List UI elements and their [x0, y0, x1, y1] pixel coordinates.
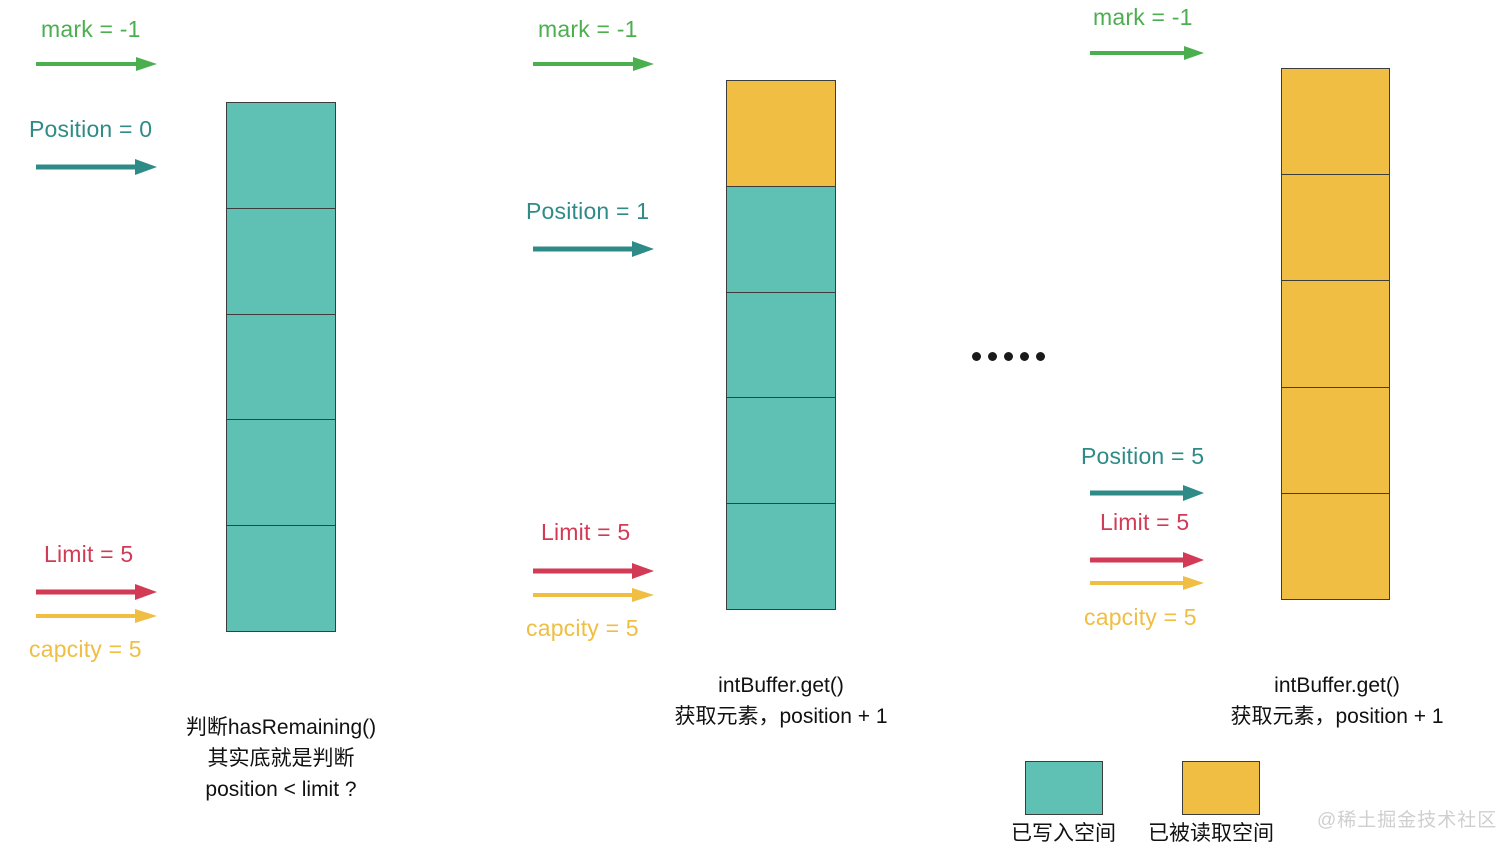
panel-1-buffer-stack	[226, 102, 336, 632]
caption-line: 其实底就是判断	[207, 747, 355, 770]
panel-2-buffer-stack	[726, 80, 836, 610]
ellipsis-separator	[972, 352, 1045, 361]
legend-label-read-space: 已被读取空间	[1148, 822, 1274, 845]
caption-line: 判断hasRemaining()	[185, 716, 377, 739]
legend-swatch-read-space	[1182, 761, 1260, 815]
panel-1-position-label: Position = 0	[29, 116, 153, 142]
buffer-cell	[1281, 174, 1390, 282]
buffer-cell	[1281, 386, 1390, 494]
buffer-cell	[226, 313, 336, 421]
panel-3-limit-label: Limit = 5	[1100, 509, 1190, 535]
buffer-cell	[726, 80, 836, 187]
panel-1-caption: 判断hasRemaining() 其实底就是判断 position < limit …	[51, 712, 511, 805]
ellipsis-dot	[1020, 352, 1029, 361]
caption-line: intBuffer.get()	[1274, 674, 1400, 697]
ellipsis-dot	[1036, 352, 1045, 361]
buffer-cell	[1281, 68, 1390, 176]
buffer-cell	[726, 185, 836, 293]
buffer-cell	[1281, 492, 1390, 601]
panel-1-limit-label: Limit = 5	[44, 541, 134, 567]
panel-3-limit-arrow	[1090, 551, 1205, 569]
panel-2-limit-arrow	[533, 562, 655, 580]
caption-line: 获取元素，position + 1	[1230, 705, 1444, 728]
panel-3-position-label: Position = 5	[1081, 443, 1205, 469]
panel-3-caption: intBuffer.get() 获取元素，position + 1	[1107, 670, 1512, 732]
panel-1-capacity-label: capcity = 5	[29, 636, 142, 662]
panel-2-capacity-arrow	[533, 587, 655, 603]
buffer-cell	[226, 419, 336, 527]
panel-1-capacity-arrow	[36, 608, 158, 624]
buffer-cell	[726, 397, 836, 505]
panel-3-position-arrow	[1090, 484, 1205, 502]
ellipsis-dot	[972, 352, 981, 361]
panel-2-limit-label: Limit = 5	[541, 519, 631, 545]
caption-line: 获取元素，position + 1	[674, 705, 888, 728]
legend-label-written-space: 已写入空间	[1011, 822, 1116, 845]
watermark: @稀土掘金技术社区	[1317, 810, 1498, 831]
panel-2-capacity-label: capcity = 5	[526, 615, 639, 641]
caption-line: position < limit ?	[205, 778, 357, 801]
caption-line: intBuffer.get()	[718, 674, 844, 697]
buffer-cell	[726, 503, 836, 610]
panel-2-position-arrow	[533, 240, 655, 258]
panel-1-mark-label: mark = -1	[41, 16, 141, 42]
panel-2-mark-arrow	[533, 56, 655, 72]
panel-3-capacity-label: capcity = 5	[1084, 604, 1197, 630]
panel-1-position-arrow	[36, 158, 158, 176]
panel-3-buffer-stack	[1281, 68, 1390, 601]
panel-3-mark-arrow	[1090, 45, 1205, 61]
panel-2-caption: intBuffer.get() 获取元素，position + 1	[551, 670, 1011, 732]
panel-2-position-label: Position = 1	[526, 198, 650, 224]
panel-1-limit-arrow	[36, 583, 158, 601]
panel-3-mark-label: mark = -1	[1093, 4, 1193, 30]
panel-3-capacity-arrow	[1090, 575, 1205, 591]
panel-1-mark-arrow	[36, 56, 158, 72]
buffer-cell	[726, 291, 836, 399]
buffer-cell	[226, 525, 336, 632]
buffer-cell	[1281, 280, 1390, 388]
ellipsis-dot	[988, 352, 997, 361]
legend-swatch-written-space	[1025, 761, 1103, 815]
ellipsis-dot	[1004, 352, 1013, 361]
panel-2-mark-label: mark = -1	[538, 16, 638, 42]
buffer-cell	[226, 207, 336, 315]
buffer-cell	[226, 102, 336, 209]
